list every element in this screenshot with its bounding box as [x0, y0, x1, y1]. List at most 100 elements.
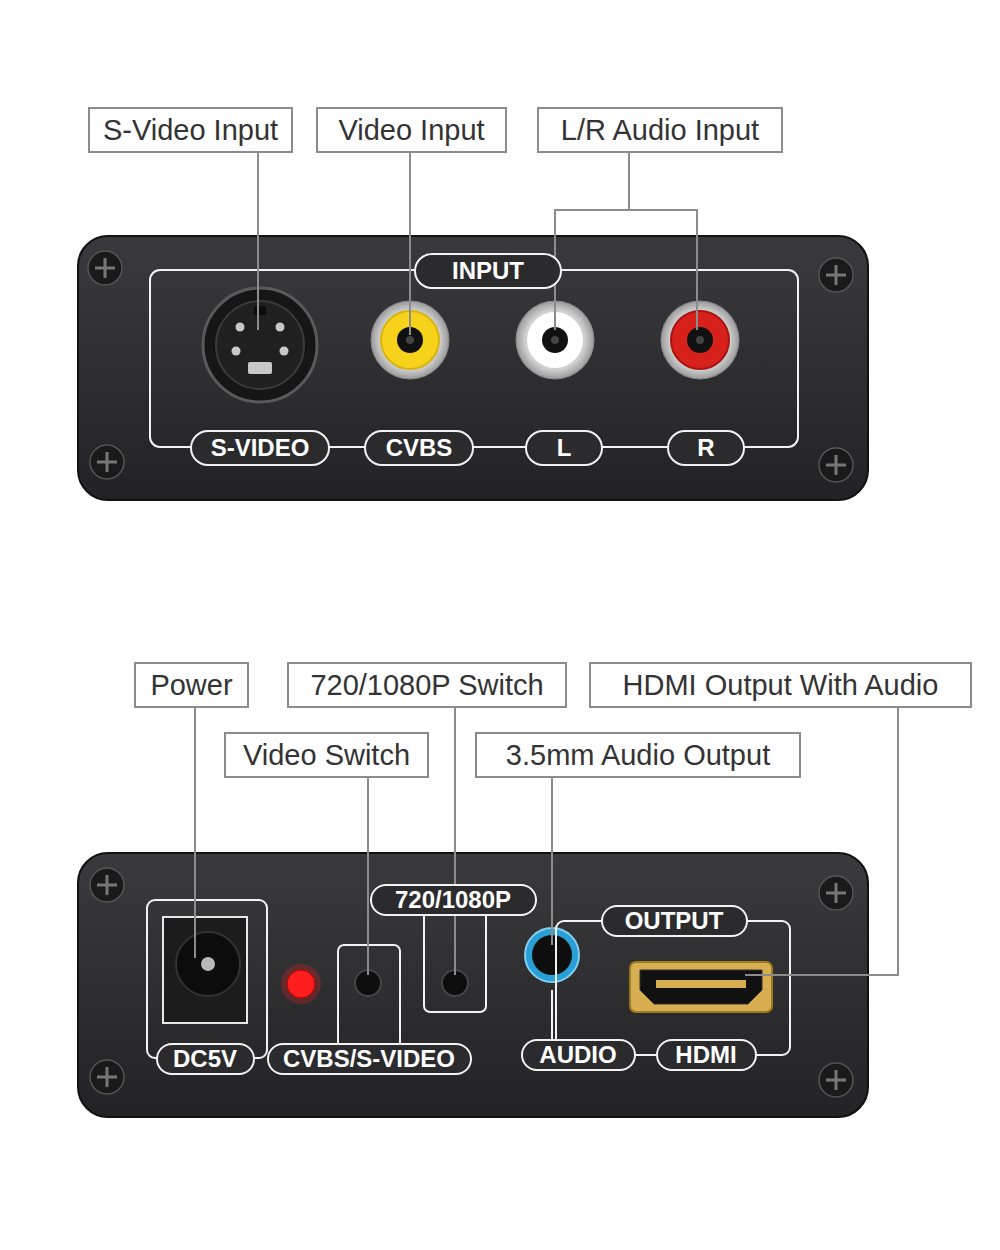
label-text: Video Input: [338, 116, 484, 145]
screw-slot: [106, 875, 109, 895]
screw: [819, 1063, 853, 1097]
label-text: 720/1080P Switch: [310, 671, 543, 700]
label-text: Power: [150, 671, 232, 700]
label-text: DC5V: [173, 1047, 237, 1071]
device-panel: [78, 853, 868, 1117]
screw-head: [819, 1063, 853, 1097]
jack-pin: [232, 347, 241, 356]
panel-outline: [147, 900, 267, 1058]
jack-pin: [236, 323, 245, 332]
dc-jack: [176, 932, 240, 996]
jack-hole: [687, 327, 713, 353]
screw-head: [819, 448, 853, 482]
screw: [819, 258, 853, 292]
callout-box: HDMI Output With Audio: [589, 662, 972, 708]
hdmi-contacts: [656, 980, 746, 988]
screw: [819, 876, 853, 910]
label-text: HDMI Output With Audio: [623, 671, 939, 700]
label-text: INPUT: [452, 259, 524, 283]
screw-head: [88, 251, 122, 285]
port-label: DC5V: [156, 1043, 255, 1075]
port-label: L: [525, 430, 603, 466]
panel-outline: [150, 270, 798, 447]
jack-color: [671, 311, 729, 369]
screw-head: [90, 868, 124, 902]
jack-key: [248, 362, 272, 374]
led-glow: [281, 964, 321, 1004]
label-text: S-VIDEO: [211, 436, 310, 460]
port-label: 720/1080P: [370, 884, 537, 916]
port-label: R: [667, 430, 745, 466]
leader-line: [551, 778, 553, 945]
leader-line: [194, 708, 196, 958]
callout-box: 720/1080P Switch: [287, 662, 567, 708]
s-video-jack: [203, 288, 317, 402]
callout-box: Video Switch: [224, 732, 429, 778]
port-label: CVBS/S-VIDEO: [267, 1043, 472, 1075]
port-label: CVBS: [364, 430, 474, 466]
panel-outline: [556, 921, 790, 1055]
leader-line: [409, 153, 411, 335]
device-panel: [78, 236, 868, 500]
jack-ring: [661, 301, 739, 379]
callout-box: L/R Audio Input: [537, 107, 783, 153]
jack-hole: [542, 327, 568, 353]
port-label: AUDIO: [521, 1039, 636, 1071]
dc-jack-frame: [163, 917, 247, 1023]
jack-pin: [276, 323, 285, 332]
hdmi-port: [630, 962, 772, 1012]
label-text: HDMI: [675, 1043, 736, 1067]
jack-face: [216, 301, 304, 389]
screw-slot: [835, 265, 838, 285]
dc-pin: [201, 957, 215, 971]
jack-pin: [551, 336, 559, 344]
label-text: CVBS: [386, 436, 453, 460]
screw-head: [819, 258, 853, 292]
leader-line: [454, 708, 456, 975]
jack-pin: [406, 336, 414, 344]
screw: [90, 868, 124, 902]
label-text: 720/1080P: [395, 888, 511, 912]
callout-box: Power: [134, 662, 249, 708]
label-text: Video Switch: [243, 741, 410, 770]
label-text: 3.5mm Audio Output: [506, 741, 770, 770]
label-text: AUDIO: [539, 1043, 616, 1067]
rca-jack: [661, 301, 739, 379]
screw-slot: [835, 455, 838, 475]
screw-slot: [835, 883, 838, 903]
hdmi-port-inner: [640, 970, 762, 1004]
port-label: OUTPUT: [601, 905, 748, 937]
power-led: [287, 970, 315, 998]
screw-slot: [106, 1067, 109, 1087]
jack-notch: [254, 306, 266, 315]
leader-line: [555, 153, 629, 330]
screw-head: [90, 1060, 124, 1094]
leader-line: [629, 210, 697, 330]
screw: [90, 1060, 124, 1094]
jack-ring: [203, 288, 317, 402]
screw-slot: [106, 452, 109, 472]
screw-head: [819, 876, 853, 910]
screw-slot: [835, 1070, 838, 1090]
jack-pin: [696, 336, 704, 344]
leader-line: [367, 778, 369, 975]
leader-line: [257, 153, 259, 330]
label-text: L/R Audio Input: [561, 116, 759, 145]
label-text: L: [557, 436, 572, 460]
screw: [90, 445, 124, 479]
callout-box: 3.5mm Audio Output: [475, 732, 801, 778]
screw-head: [90, 445, 124, 479]
label-text: OUTPUT: [625, 909, 724, 933]
callout-box: Video Input: [316, 107, 507, 153]
port-label: S-VIDEO: [190, 430, 330, 466]
label-text: CVBS/S-VIDEO: [283, 1047, 455, 1071]
port-label: INPUT: [414, 253, 562, 289]
screw: [819, 448, 853, 482]
jack-pin: [280, 347, 289, 356]
label-text: S-Video Input: [103, 116, 278, 145]
label-text: R: [697, 436, 714, 460]
port-label: HDMI: [656, 1039, 757, 1071]
